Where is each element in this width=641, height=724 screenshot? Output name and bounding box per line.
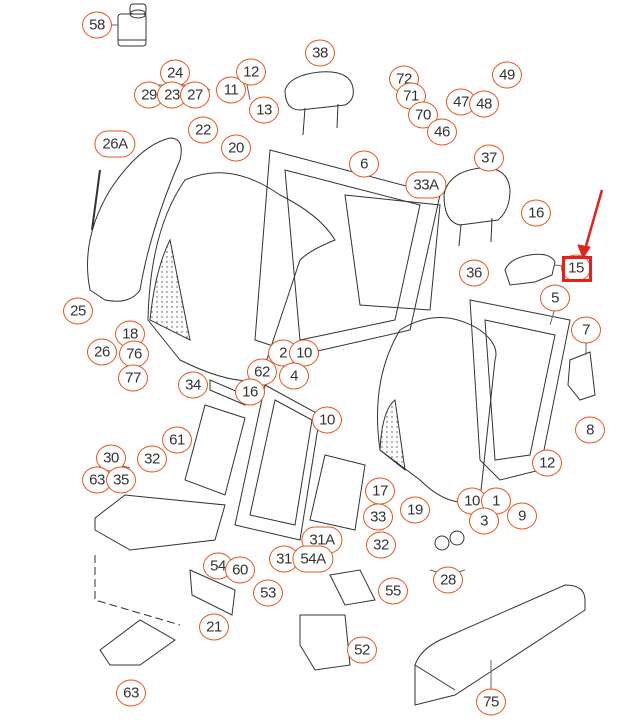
part-label-55[interactable]: 55	[378, 577, 408, 605]
part-label-11[interactable]: 11	[216, 76, 246, 104]
part-label-77[interactable]: 77	[118, 364, 148, 392]
part-label-60[interactable]: 60	[225, 556, 255, 584]
part-label-8[interactable]: 8	[575, 416, 605, 444]
part-label-21[interactable]: 21	[199, 613, 229, 641]
part-label-33A[interactable]: 33A	[405, 171, 447, 199]
part-label-49[interactable]: 49	[492, 61, 522, 89]
part-5-frame	[469, 299, 571, 481]
part-label-62[interactable]: 62	[247, 358, 277, 386]
part-label-34[interactable]: 34	[178, 371, 208, 399]
part-label-7[interactable]: 7	[571, 316, 601, 344]
highlight-arrow	[582, 189, 604, 254]
part-35-seat-base	[94, 494, 226, 551]
part-label-38[interactable]: 38	[305, 39, 335, 67]
part-label-19[interactable]: 19	[400, 496, 430, 524]
part-21-trim	[189, 569, 236, 616]
part-label-32[interactable]: 32	[366, 531, 396, 559]
part-label-12[interactable]: 12	[236, 58, 266, 86]
part-label-22[interactable]: 22	[188, 116, 218, 144]
highlight-box-part-15	[562, 256, 592, 282]
part-label-46[interactable]: 46	[427, 118, 457, 146]
part-label-13[interactable]: 13	[249, 96, 279, 124]
part-label-5[interactable]: 5	[540, 284, 570, 312]
part-label-76[interactable]: 76	[119, 340, 149, 368]
part-61-panel	[184, 404, 246, 496]
part-label-17[interactable]: 17	[365, 477, 395, 505]
part-label-4[interactable]: 4	[279, 362, 309, 390]
part-label-61[interactable]: 61	[162, 426, 192, 454]
part-label-63[interactable]: 63	[116, 679, 146, 707]
part-label-9[interactable]: 9	[507, 502, 537, 530]
part-75-ski-bag	[414, 584, 586, 706]
part-label-16[interactable]: 16	[521, 199, 551, 227]
part-label-3[interactable]: 3	[469, 507, 499, 535]
part-28-disc	[434, 535, 450, 551]
part-label-12[interactable]: 12	[532, 449, 562, 477]
part-label-33[interactable]: 33	[363, 503, 393, 531]
part-label-70[interactable]: 70	[408, 101, 438, 129]
part-label-26A[interactable]: 26A	[94, 130, 136, 158]
part-label-75[interactable]: 75	[476, 688, 506, 716]
part-label-30[interactable]: 30	[96, 444, 126, 472]
part-label-37[interactable]: 37	[474, 144, 504, 172]
part-15-cover	[504, 253, 556, 286]
part-37-headrest	[443, 167, 511, 247]
part-label-48[interactable]: 48	[469, 90, 499, 118]
part-label-54A[interactable]: 54A	[292, 545, 334, 573]
part-33A-frame	[344, 194, 441, 311]
part-label-28[interactable]: 28	[433, 566, 463, 594]
part-label-20[interactable]: 20	[221, 134, 251, 162]
part-52-bracket	[299, 614, 351, 671]
part-26A-cable	[91, 169, 101, 231]
part-29-side-bolster	[87, 137, 182, 302]
part-label-27[interactable]: 27	[180, 81, 210, 109]
part-33-plate	[309, 454, 366, 531]
part-label-35[interactable]: 35	[106, 466, 136, 494]
part-label-52[interactable]: 52	[347, 636, 377, 664]
part-label-10[interactable]: 10	[312, 406, 342, 434]
part-label-16[interactable]: 16	[235, 378, 265, 406]
part-7-bracket	[567, 351, 596, 401]
part-label-31[interactable]: 31	[269, 545, 299, 573]
part-31-frame	[234, 384, 321, 541]
part-38-headrest	[284, 71, 354, 136]
part-label-58[interactable]: 58	[82, 11, 112, 39]
part-55-cover	[329, 569, 376, 606]
part-label-53[interactable]: 53	[253, 579, 283, 607]
part-label-32[interactable]: 32	[137, 445, 167, 473]
part-63-mechanism	[99, 619, 176, 666]
part-label-25[interactable]: 25	[63, 297, 93, 325]
part-label-26[interactable]: 26	[87, 338, 117, 366]
part-label-6[interactable]: 6	[349, 150, 379, 178]
part-58-canister	[117, 3, 147, 47]
part-label-36[interactable]: 36	[459, 259, 489, 287]
